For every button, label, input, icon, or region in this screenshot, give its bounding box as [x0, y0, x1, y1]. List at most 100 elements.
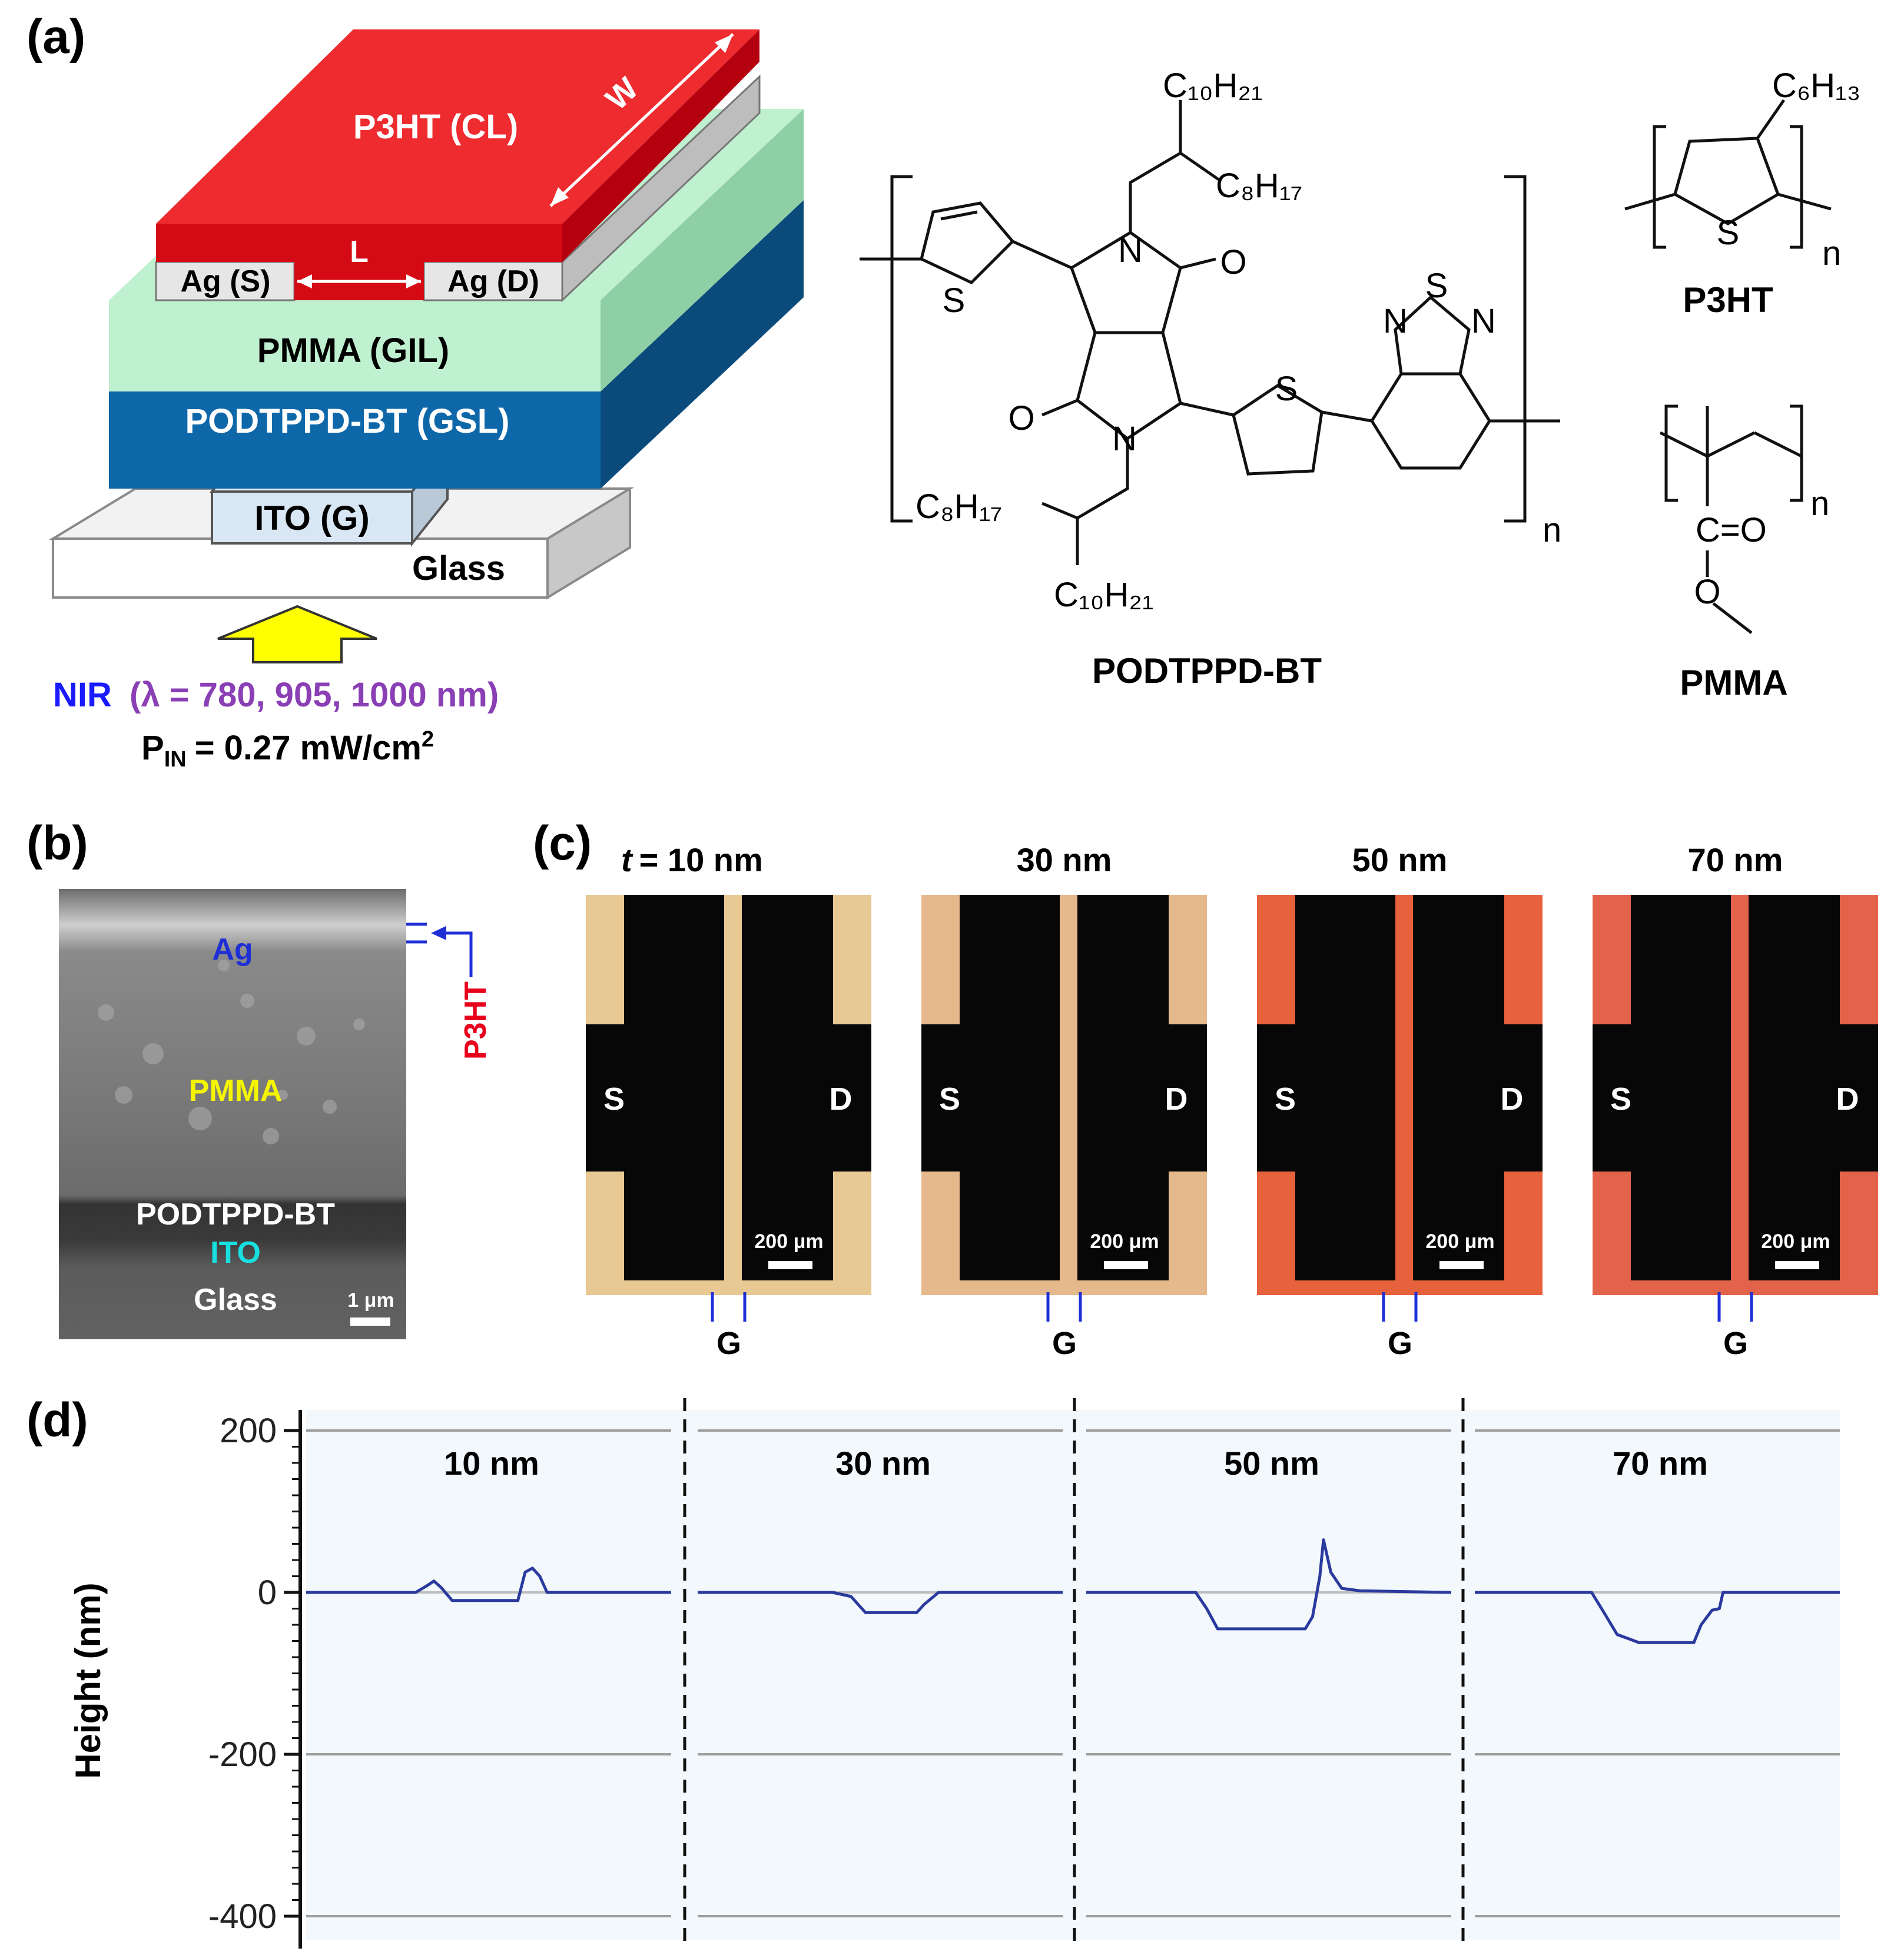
bond-t2	[1180, 401, 1234, 417]
ito-label: ITO (G)	[254, 499, 369, 537]
podtppd-name: PODTPPD-BT	[1092, 651, 1322, 691]
pmma-co: C=O	[1696, 511, 1767, 549]
micrograph-scale-bar	[768, 1261, 812, 1269]
drain-label: D	[1836, 1081, 1859, 1117]
nir-label: NIR (λ = 780, 905, 1000 nm)	[53, 676, 499, 714]
source-label: S	[939, 1081, 960, 1117]
bond-t1	[1011, 240, 1073, 270]
gsl-side	[601, 200, 804, 489]
podtppd-structure	[860, 100, 1560, 565]
nir-arrow	[217, 605, 377, 663]
gsl-front	[109, 391, 601, 489]
subplot-title: 50 nm	[1224, 1445, 1319, 1482]
glass-label: Glass	[412, 549, 505, 588]
micrograph-scale-bar	[1439, 1261, 1484, 1269]
pin-p: P	[141, 729, 164, 767]
pmma-o: O	[1694, 573, 1720, 611]
profile-line-4	[1475, 1591, 1840, 1644]
p3ht-end-l	[1624, 193, 1676, 211]
subplot-title: 70 nm	[1613, 1445, 1708, 1482]
micrograph-scale-bar	[1775, 1261, 1819, 1269]
drain-label: D	[830, 1081, 853, 1117]
p3ht-end-r	[1777, 193, 1832, 211]
atom-s3: S	[1425, 267, 1448, 305]
drain-electrode	[1077, 895, 1207, 1280]
podtppd-n: n	[1543, 511, 1561, 549]
p3ht-structure	[1624, 99, 1832, 249]
y-axis-label: Height (nm)	[68, 1582, 108, 1778]
atom-n1: N	[1118, 231, 1143, 270]
cl-front	[156, 224, 562, 300]
p3ht-side	[1756, 99, 1786, 140]
cl-top	[156, 29, 759, 224]
panel-a-label: (a)	[26, 10, 85, 64]
panel-c-label: (c)	[533, 817, 592, 870]
cl-label: P3HT (CL)	[353, 108, 518, 146]
p3ht-bracket-r	[1790, 125, 1803, 249]
chain-top	[1129, 100, 1182, 233]
chain-bottom-b	[1041, 502, 1078, 520]
micrograph-scale-label: 200 μm	[754, 1230, 823, 1253]
ag-drain-label: Ag (D)	[447, 264, 539, 298]
nir-wavelengths: (λ = 780, 905, 1000 nm)	[130, 676, 499, 714]
micrograph-t-symbol: t	[621, 841, 633, 878]
p3ht-c6: C₆H₁₃	[1772, 67, 1860, 105]
pmma-structure	[1659, 404, 1803, 634]
dpp-co-bottom	[1041, 399, 1078, 417]
micrograph-title: 70 nm	[1688, 841, 1783, 878]
micrograph-scale-label: 200 μm	[1090, 1230, 1159, 1253]
ag-source-label: Ag (S)	[180, 264, 270, 298]
source-electrode	[1593, 895, 1731, 1280]
y-tick-label: 200	[220, 1412, 277, 1450]
btd-benzene	[1370, 372, 1491, 470]
drain-electrode	[742, 895, 871, 1280]
drain-electrode	[1749, 895, 1878, 1280]
w-arrow	[549, 33, 734, 207]
p3ht-ring	[1673, 137, 1780, 225]
gate-label: G	[1723, 1326, 1748, 1361]
atom-s1: S	[943, 281, 966, 320]
source-electrode	[921, 895, 1060, 1280]
btd-thiadiazole	[1394, 295, 1471, 376]
profile-line-2	[698, 1591, 1063, 1614]
device-schematic: Glass ITO (G) PODTPPD-BT (GSL) PMMA (GIL…	[48, 29, 804, 663]
chain-c10-top: C₁₀H₂₁	[1163, 67, 1263, 105]
w-arrowhead-2	[715, 34, 733, 53]
atom-n3: N	[1383, 302, 1408, 340]
atom-o1: O	[1220, 243, 1246, 281]
micrograph-scale-bar	[1104, 1261, 1148, 1269]
gil-label: PMMA (GIL)	[257, 331, 449, 370]
sem-p3ht-marker	[406, 922, 473, 977]
p3ht-bracket-l	[1653, 125, 1666, 249]
pmma-bb2	[1706, 431, 1756, 458]
nir-prefix: NIR	[53, 676, 112, 714]
pmma-name: PMMA	[1680, 663, 1787, 702]
ito-front	[211, 490, 413, 545]
db1	[940, 210, 978, 221]
sem-scale-bar	[350, 1317, 390, 1326]
pmma-bb1	[1659, 431, 1709, 458]
pin-label: PIN= 0.27 mW/cm2	[141, 727, 434, 772]
source-label: S	[603, 1081, 625, 1117]
y-tick-label: 0	[258, 1574, 277, 1612]
subplot-title: 30 nm	[835, 1445, 931, 1482]
pin-value: = 0.27 mW/cm	[195, 729, 422, 767]
chain-c8-bottom: C₈H₁₇	[915, 487, 1002, 526]
sem-background	[59, 889, 406, 1339]
drain-electrode	[1413, 895, 1543, 1280]
sem-podtppd-label: PODTPPD-BT	[136, 1197, 335, 1232]
p3ht-n: n	[1822, 234, 1841, 273]
micrograph-title: 50 nm	[1352, 841, 1448, 878]
gil-side	[601, 109, 804, 391]
micrograph-thickness: = 10 nm	[639, 841, 763, 878]
micrograph-title: t= 10 nm	[621, 841, 763, 878]
l-arrowhead-1	[297, 274, 312, 288]
source-label: S	[1275, 1081, 1296, 1117]
sem-p3ht-label: P3HT	[459, 981, 493, 1060]
pin-sub: IN	[164, 747, 187, 772]
p3ht-name: P3HT	[1683, 280, 1773, 320]
thiophene-left	[920, 201, 1015, 285]
atom-s2: S	[1275, 370, 1298, 408]
